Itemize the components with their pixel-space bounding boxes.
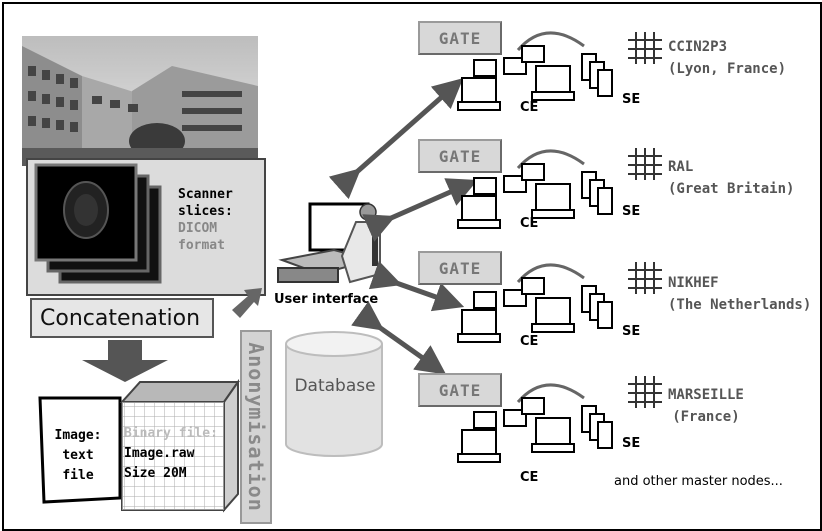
se-label-1: SE xyxy=(622,92,641,107)
site-location-4: (France) xyxy=(672,409,740,425)
site-name-2: RAL xyxy=(668,159,694,175)
image-text-line1: Image: xyxy=(54,428,102,443)
concatenation-box: Concatenation xyxy=(30,298,214,338)
site-location-2: (Great Britain) xyxy=(668,181,795,197)
site-nikhef: NIKHEF (The Netherlands) xyxy=(668,272,811,316)
se-label-4: SE xyxy=(622,436,641,451)
cluster-2 xyxy=(457,149,613,229)
site-location-3: (The Netherlands) xyxy=(668,297,812,313)
site-marseille: MARSEILLE (France) xyxy=(668,384,744,428)
gate-label-4: GATE xyxy=(438,380,482,400)
building-photo xyxy=(22,36,258,166)
site-ral: RAL (Great Britain) xyxy=(668,156,794,200)
grid-icon-1 xyxy=(628,32,662,64)
se-label-3: SE xyxy=(622,324,641,339)
gate-label-1: GATE xyxy=(438,28,482,48)
grid-icon-4 xyxy=(628,376,662,408)
binary-cube xyxy=(119,378,240,513)
scanner-label-line1: Scanner xyxy=(178,187,233,202)
cluster-1 xyxy=(457,31,613,111)
gate-box-3: GATE xyxy=(418,251,502,285)
gate-label-2: GATE xyxy=(438,146,482,166)
gate-box-1: GATE xyxy=(418,21,502,55)
ce-label-1: CE xyxy=(520,100,539,115)
binary-file-label: Binary file: Image.raw Size 20M xyxy=(124,424,218,484)
site-name-4: MARSEILLE xyxy=(668,387,744,403)
scanner-label: Scanner slices: DICOM format xyxy=(178,186,233,254)
gate-label-3: GATE xyxy=(438,258,482,278)
site-name-1: CCIN2P3 xyxy=(668,39,728,55)
scanner-label-line4: format xyxy=(178,238,225,253)
se-label-2: SE xyxy=(622,204,641,219)
ce-label-3: CE xyxy=(520,334,539,349)
grid-icon-3 xyxy=(628,262,662,294)
image-text-line3: file xyxy=(62,468,94,483)
scanner-slices-stack xyxy=(34,163,162,284)
grid-icon-2 xyxy=(628,148,662,180)
other-nodes-note: and other master nodes... xyxy=(614,474,783,489)
binary-line3: Size 20M xyxy=(124,466,187,481)
cluster-4 xyxy=(457,383,613,463)
anonymisation-bar: Anonymisation xyxy=(240,330,272,524)
gate-box-2: GATE xyxy=(418,139,502,173)
concatenation-label: Concatenation xyxy=(40,305,201,331)
cluster-3 xyxy=(457,263,613,343)
down-arrow xyxy=(82,340,168,382)
ce-label-4: CE xyxy=(520,470,539,485)
ce-label-2: CE xyxy=(520,216,539,231)
image-text-label: Image: text file xyxy=(48,426,108,486)
database-label: Database xyxy=(294,376,376,396)
site-ccin2p3: CCIN2P3 (Lyon, France) xyxy=(668,36,786,80)
scanner-label-line3: DICOM xyxy=(178,221,218,236)
image-text-line2: text xyxy=(62,448,94,463)
binary-line2: Image.raw xyxy=(124,446,195,461)
scanner-label-line2: slices: xyxy=(178,204,233,219)
site-location-1: (Lyon, France) xyxy=(668,61,787,77)
gate-box-4: GATE xyxy=(418,373,502,407)
site-name-3: NIKHEF xyxy=(668,275,719,291)
upload-arrow xyxy=(232,288,262,318)
text-file-icon xyxy=(38,396,122,504)
binary-line1: Binary file: xyxy=(124,426,218,441)
